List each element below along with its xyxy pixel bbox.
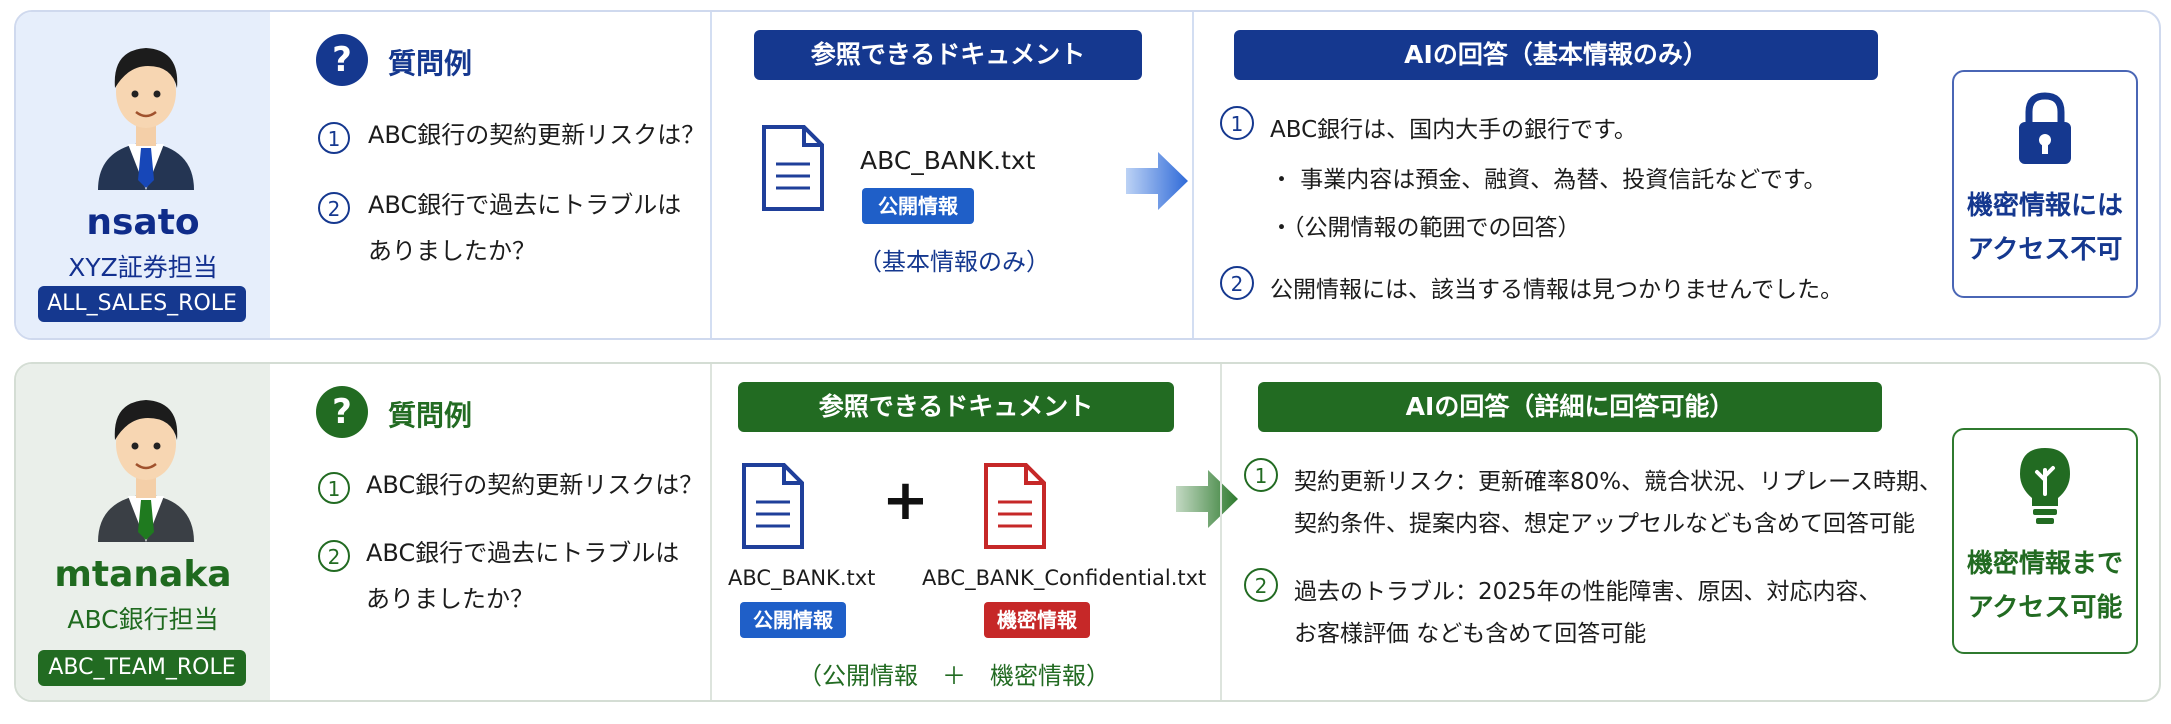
questions-title: 質問例 (388, 47, 473, 80)
document-name: ABC_BANK.txt (860, 146, 1036, 175)
documents-header: 参照できるドキュメント (738, 382, 1174, 432)
question-number: 2 (318, 540, 350, 572)
scope-note: （公開情報 ＋ 機密情報） (798, 662, 1110, 690)
user-assignment: ABC銀行担当 (67, 605, 219, 634)
question-text: ありましたか？ (368, 237, 536, 265)
user-profile: nsato XYZ証券担当 ALL_SALES_ROLE (16, 12, 270, 338)
column-divider (1220, 364, 1222, 700)
user-profile: mtanaka ABC銀行担当 ABC_TEAM_ROLE (16, 364, 270, 700)
answer-text: 契約条件、提案内容、想定アップセルなども含めて回答可能 (1294, 511, 1915, 537)
confidential-info-tag: 機密情報 (984, 602, 1090, 638)
public-info-tag: 公開情報 (740, 602, 846, 638)
answer-number: 1 (1220, 106, 1254, 140)
user-panel-mtanaka: mtanaka ABC銀行担当 ABC_TEAM_ROLE ? 質問例 1 AB… (14, 362, 2161, 702)
answer-text: ・ 事業内容は預金、融資、為替、投資信託などです。 (1270, 167, 1827, 193)
column-divider (710, 364, 712, 700)
user-panel-nsato: nsato XYZ証券担当 ALL_SALES_ROLE ? 質問例 1 ABC… (14, 10, 2161, 340)
question-number: 2 (318, 192, 350, 224)
avatar (98, 400, 194, 542)
answer-text: 契約更新リスク：更新確率80%、競合状況、リプレース時期、 (1294, 469, 1942, 495)
lock-icon (2019, 92, 2071, 164)
answer-number: 2 (1244, 568, 1278, 602)
plus-sign: + (882, 468, 929, 533)
access-text: 機密情報には (1966, 191, 2123, 221)
access-text: アクセス不可 (1967, 235, 2123, 265)
answer-text: 過去のトラブル：2025年の性能障害、原因、対応内容、 (1294, 579, 1882, 605)
question-text: ABC銀行の契約更新リスクは？ (368, 121, 706, 149)
question-text: ABC銀行で過去にトラブルは (368, 191, 682, 219)
document-icon (762, 125, 824, 211)
answer-text: 公開情報には、該当する情報は見つかりませんでした。 (1270, 277, 1844, 303)
question-text: ありましたか？ (366, 585, 534, 613)
access-status-box: 機密情報には アクセス不可 (1952, 70, 2138, 298)
answer-text: お客様評価 なども含めて回答可能 (1294, 621, 1647, 647)
arrow-right-icon (1176, 470, 1238, 528)
role-badge: ABC_TEAM_ROLE (38, 650, 246, 686)
user-assignment: XYZ証券担当 (68, 253, 218, 282)
document-name: ABC_BANK.txt (728, 566, 876, 590)
question-text: ABC銀行の契約更新リスクは？ (366, 471, 704, 499)
answer-header: AIの回答（詳細に回答可能） (1258, 382, 1882, 432)
document-name: ABC_BANK_Confidential.txt (922, 566, 1207, 590)
answer-number: 1 (1244, 458, 1278, 492)
document-icon (742, 463, 804, 549)
user-name: mtanaka (54, 554, 232, 595)
scope-note: （基本情報のみ） (858, 248, 1050, 276)
documents-header: 参照できるドキュメント (754, 30, 1142, 80)
confidential-document-icon (984, 463, 1046, 549)
access-text: アクセス可能 (1967, 593, 2123, 623)
public-info-tag: 公開情報 (862, 188, 974, 224)
answer-text: ・（公開情報の範囲での回答） (1270, 215, 1581, 241)
column-divider (710, 12, 712, 338)
avatar (98, 48, 194, 190)
lightbulb-icon (2020, 448, 2070, 524)
question-icon: ? (316, 34, 368, 86)
answer-header: AIの回答（基本情報のみ） (1234, 30, 1878, 80)
question-icon: ? (316, 386, 368, 438)
question-number: 1 (318, 472, 350, 504)
questions-title: 質問例 (388, 399, 473, 432)
arrow-right-icon (1126, 152, 1188, 210)
role-badge: ALL_SALES_ROLE (38, 286, 246, 322)
user-name: nsato (86, 202, 200, 243)
answer-number: 2 (1220, 266, 1254, 300)
access-status-box: 機密情報まで アクセス可能 (1952, 428, 2138, 654)
question-number: 1 (318, 122, 350, 154)
question-text: ABC銀行で過去にトラブルは (366, 539, 680, 567)
access-text: 機密情報まで (1966, 549, 2123, 579)
column-divider (1192, 12, 1194, 338)
answer-text: ABC銀行は、国内大手の銀行です。 (1270, 117, 1637, 143)
